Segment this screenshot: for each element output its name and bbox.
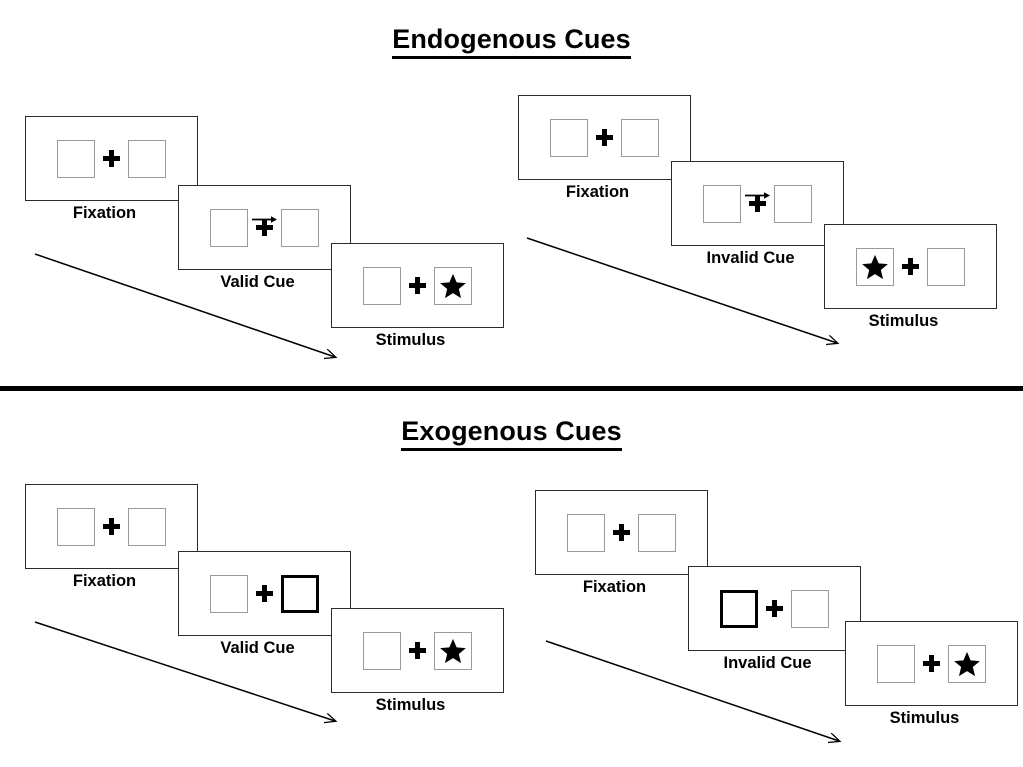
- right-stimulus-box: [791, 589, 829, 628]
- trial-frame-content: [332, 244, 503, 327]
- trial-frame-content: [536, 491, 707, 574]
- trial-frame-content: [672, 162, 843, 245]
- fixation-cross-icon: [409, 277, 426, 294]
- fixation-cross-icon: [902, 258, 919, 275]
- section-title-endogenous-text: Endogenous Cues: [392, 24, 631, 59]
- section-title-exogenous-text: Exogenous Cues: [401, 416, 622, 451]
- left-stimulus-box: [550, 118, 588, 157]
- left-stimulus-box: [210, 574, 248, 613]
- cue-arrow-right-icon: [744, 188, 771, 206]
- trial-frame-label-endo-valid-stimulus: Stimulus: [375, 331, 446, 349]
- trial-frame-label-exo-invalid-stimulus: Stimulus: [889, 709, 960, 727]
- trial-frame-endo-valid-cue: [178, 185, 351, 270]
- section-divider: [0, 386, 1023, 391]
- trial-frame-label-exo-valid-cue: Valid Cue: [220, 639, 295, 657]
- trial-frame-exo-invalid-cue: [688, 566, 861, 651]
- right-stimulus-box: [774, 184, 812, 223]
- right-stimulus-box-with-star: [434, 631, 472, 670]
- fixation-cross-icon: [256, 585, 273, 602]
- trial-frame-label-exo-valid-stimulus: Stimulus: [375, 696, 446, 714]
- fixation-cross-area: [95, 508, 128, 546]
- trial-frame-exo-valid-stimulus: [331, 608, 504, 693]
- trial-frame-content: [179, 552, 350, 635]
- fixation-cross-area: [588, 119, 621, 157]
- fixation-cross-area: [401, 267, 434, 305]
- section-title-endogenous: Endogenous Cues: [0, 24, 1023, 59]
- fixation-cross-icon: [766, 600, 783, 617]
- trial-frame-content: [689, 567, 860, 650]
- trial-frame-label-endo-invalid-fixation: Fixation: [565, 183, 630, 201]
- fixation-cross-icon: [256, 219, 273, 236]
- fixation-cross-icon: [103, 150, 120, 167]
- trial-frame-content: [26, 485, 197, 568]
- fixation-cross-icon: [613, 524, 630, 541]
- trial-frame-endo-invalid-cue: [671, 161, 844, 246]
- fixation-cross-area: [758, 590, 791, 628]
- right-stimulus-box: [638, 513, 676, 552]
- left-stimulus-box: [877, 644, 915, 683]
- trial-frame-content: [179, 186, 350, 269]
- fixation-cross-area: [401, 632, 434, 670]
- left-stimulus-box-cued: [720, 589, 758, 628]
- star-icon: [439, 272, 467, 300]
- right-stimulus-box: [281, 208, 319, 247]
- trial-frame-content: [825, 225, 996, 308]
- trial-frame-exo-invalid-stimulus: [845, 621, 1018, 706]
- right-stimulus-box: [927, 247, 965, 286]
- left-stimulus-box: [567, 513, 605, 552]
- trial-frame-label-exo-valid-fixation: Fixation: [72, 572, 137, 590]
- left-stimulus-box: [363, 631, 401, 670]
- trial-frame-label-exo-invalid-fixation: Fixation: [582, 578, 647, 596]
- trial-frame-content: [26, 117, 197, 200]
- section-exogenous: Exogenous Cues: [0, 393, 1023, 767]
- trial-frame-content: [846, 622, 1017, 705]
- left-stimulus-box: [703, 184, 741, 223]
- trial-frame-label-endo-valid-fixation: Fixation: [72, 204, 137, 222]
- trial-frame-content: [519, 96, 690, 179]
- fixation-cross-area: [605, 514, 638, 552]
- trial-frame-exo-valid-fixation: [25, 484, 198, 569]
- star-icon: [439, 637, 467, 665]
- trial-frame-endo-valid-fixation: [25, 116, 198, 201]
- star-icon: [861, 253, 889, 281]
- section-title-exogenous: Exogenous Cues: [0, 416, 1023, 451]
- fixation-cross-area: [95, 140, 128, 178]
- right-stimulus-box: [128, 507, 166, 546]
- star-icon: [953, 650, 981, 678]
- right-stimulus-box: [621, 118, 659, 157]
- fixation-cross-icon: [596, 129, 613, 146]
- trial-frame-endo-invalid-fixation: [518, 95, 691, 180]
- fixation-cross-area: [894, 248, 927, 286]
- right-stimulus-box: [128, 139, 166, 178]
- left-stimulus-box: [363, 266, 401, 305]
- trial-frame-exo-invalid-fixation: [535, 490, 708, 575]
- cue-arrow-right-icon: [251, 212, 278, 230]
- left-stimulus-box: [57, 507, 95, 546]
- left-stimulus-box: [210, 208, 248, 247]
- fixation-cross-icon: [103, 518, 120, 535]
- right-stimulus-box-cued: [281, 574, 319, 613]
- trial-frame-content: [332, 609, 503, 692]
- fixation-cross-icon: [409, 642, 426, 659]
- trial-frame-label-exo-invalid-cue: Invalid Cue: [723, 654, 812, 672]
- trial-frame-endo-invalid-stimulus: [824, 224, 997, 309]
- fixation-cross-area: [248, 575, 281, 613]
- right-stimulus-box-with-star: [948, 644, 986, 683]
- fixation-cross-icon: [749, 195, 766, 212]
- trial-frame-label-endo-valid-cue: Valid Cue: [220, 273, 295, 291]
- left-stimulus-box: [57, 139, 95, 178]
- section-endogenous: Endogenous Cues: [0, 24, 1023, 59]
- left-stimulus-box-with-star: [856, 247, 894, 286]
- fixation-cross-area: [915, 645, 948, 683]
- right-stimulus-box-with-star: [434, 266, 472, 305]
- fixation-cross-area: [248, 209, 281, 247]
- trial-frame-label-endo-invalid-cue: Invalid Cue: [706, 249, 795, 267]
- fixation-cross-icon: [923, 655, 940, 672]
- trial-frame-exo-valid-cue: [178, 551, 351, 636]
- trial-frame-label-endo-invalid-stimulus: Stimulus: [868, 312, 939, 330]
- trial-frame-endo-valid-stimulus: [331, 243, 504, 328]
- fixation-cross-area: [741, 185, 774, 223]
